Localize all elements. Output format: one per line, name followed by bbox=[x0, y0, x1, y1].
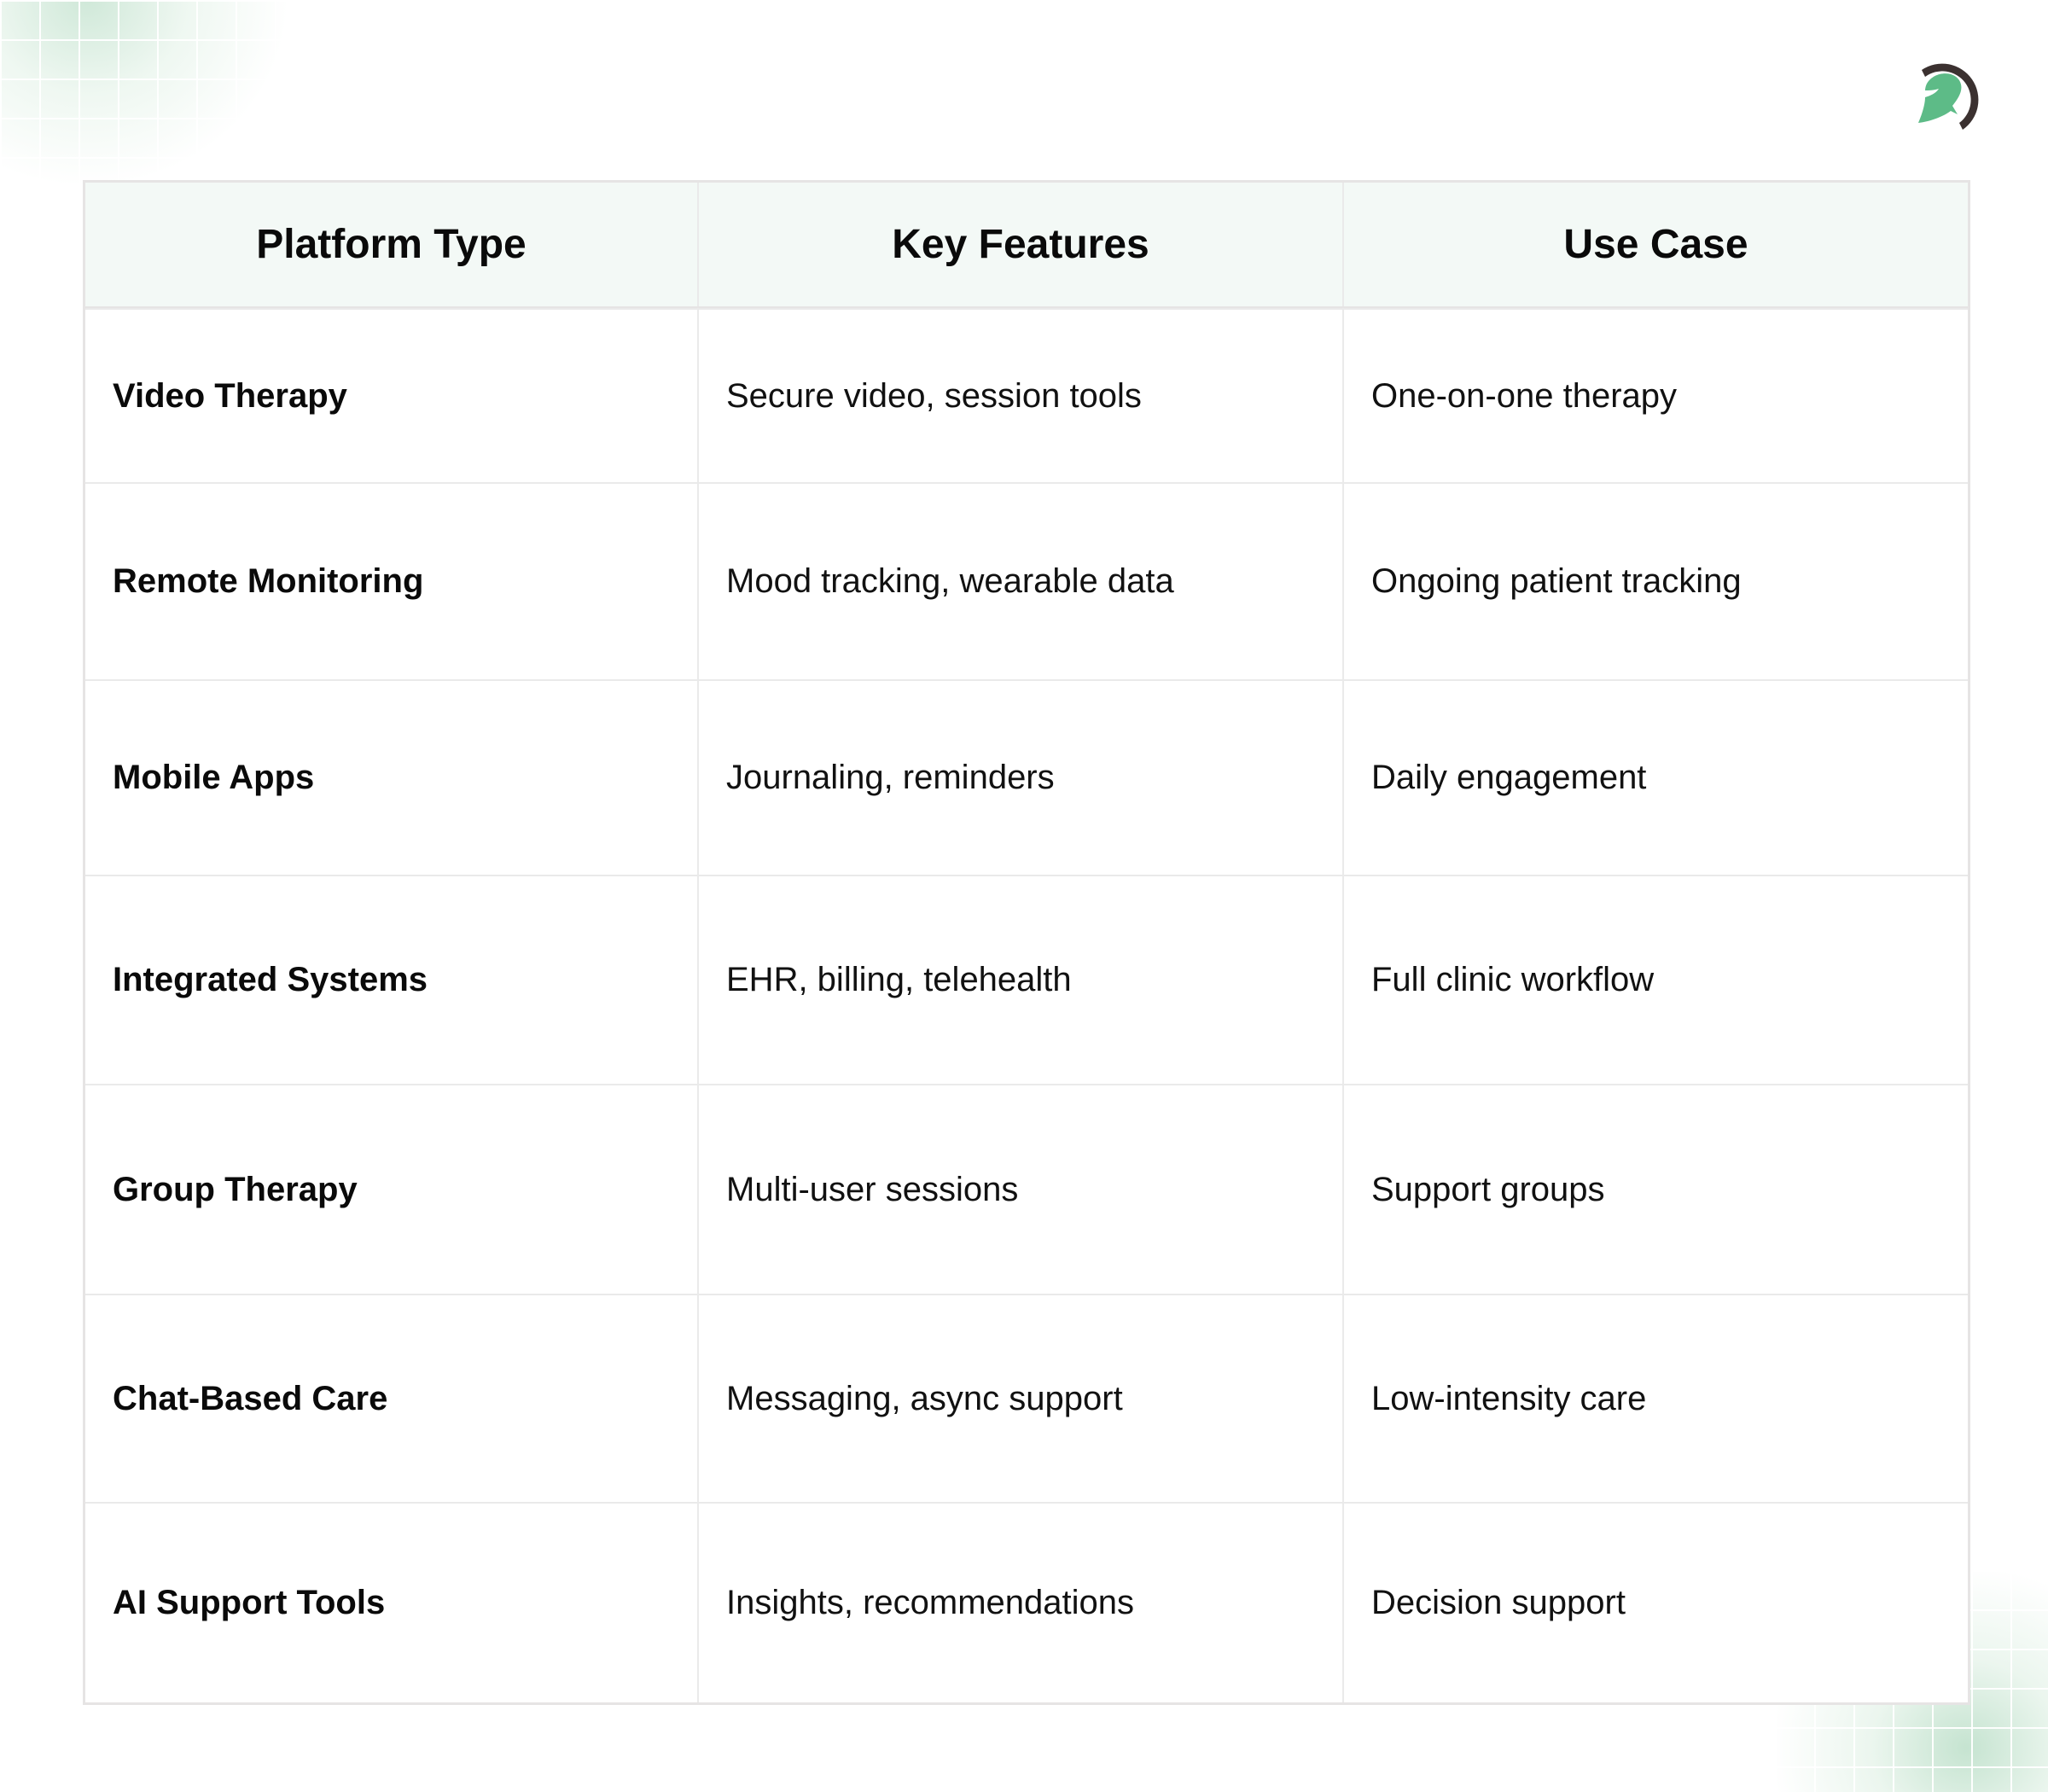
key-features-cell: Mood tracking, wearable data bbox=[697, 484, 1342, 679]
platform-type-cell: AI Support Tools bbox=[113, 1584, 386, 1621]
key-features-cell: EHR, billing, telehealth bbox=[697, 876, 1342, 1084]
use-case-cell: One-on-one therapy bbox=[1342, 310, 1968, 482]
platform-comparison-table: Platform Type Key Features Use Case Vide… bbox=[83, 180, 1970, 1705]
table-row: Mobile Apps Journaling, reminders Daily … bbox=[85, 679, 1968, 875]
table-row: Video Therapy Secure video, session tool… bbox=[85, 308, 1968, 482]
platform-type-cell: Video Therapy bbox=[113, 376, 347, 415]
table-row: Integrated Systems EHR, billing, telehea… bbox=[85, 875, 1968, 1084]
table-row: Chat-Based Care Messaging, async support… bbox=[85, 1294, 1968, 1502]
column-header-use-case: Use Case bbox=[1342, 183, 1968, 306]
table-row: AI Support Tools Insights, recommendatio… bbox=[85, 1502, 1968, 1702]
use-case-cell: Daily engagement bbox=[1342, 681, 1968, 875]
platform-type-cell: Mobile Apps bbox=[113, 759, 315, 796]
key-features-cell: Journaling, reminders bbox=[697, 681, 1342, 875]
key-features-cell: Secure video, session tools bbox=[697, 310, 1342, 482]
table-header-row: Platform Type Key Features Use Case bbox=[85, 183, 1968, 308]
key-features-cell: Messaging, async support bbox=[697, 1295, 1342, 1502]
table-row: Group Therapy Multi-user sessions Suppor… bbox=[85, 1084, 1968, 1294]
key-features-cell: Insights, recommendations bbox=[697, 1504, 1342, 1702]
use-case-cell: Ongoing patient tracking bbox=[1342, 484, 1968, 679]
platform-type-cell: Chat-Based Care bbox=[113, 1379, 388, 1417]
column-header-platform-type: Platform Type bbox=[256, 222, 527, 267]
decorative-grid-top-left bbox=[0, 0, 290, 188]
use-case-cell: Low-intensity care bbox=[1342, 1295, 1968, 1502]
column-header-key-features: Key Features bbox=[697, 183, 1342, 306]
use-case-cell: Decision support bbox=[1342, 1504, 1968, 1702]
platform-type-cell: Integrated Systems bbox=[113, 961, 428, 998]
table-row: Remote Monitoring Mood tracking, wearabl… bbox=[85, 482, 1968, 679]
platform-type-cell: Group Therapy bbox=[113, 1170, 358, 1208]
brand-logo-icon bbox=[1910, 58, 1988, 137]
key-features-cell: Multi-user sessions bbox=[697, 1085, 1342, 1294]
use-case-cell: Full clinic workflow bbox=[1342, 876, 1968, 1084]
use-case-cell: Support groups bbox=[1342, 1085, 1968, 1294]
platform-type-cell: Remote Monitoring bbox=[113, 562, 424, 600]
